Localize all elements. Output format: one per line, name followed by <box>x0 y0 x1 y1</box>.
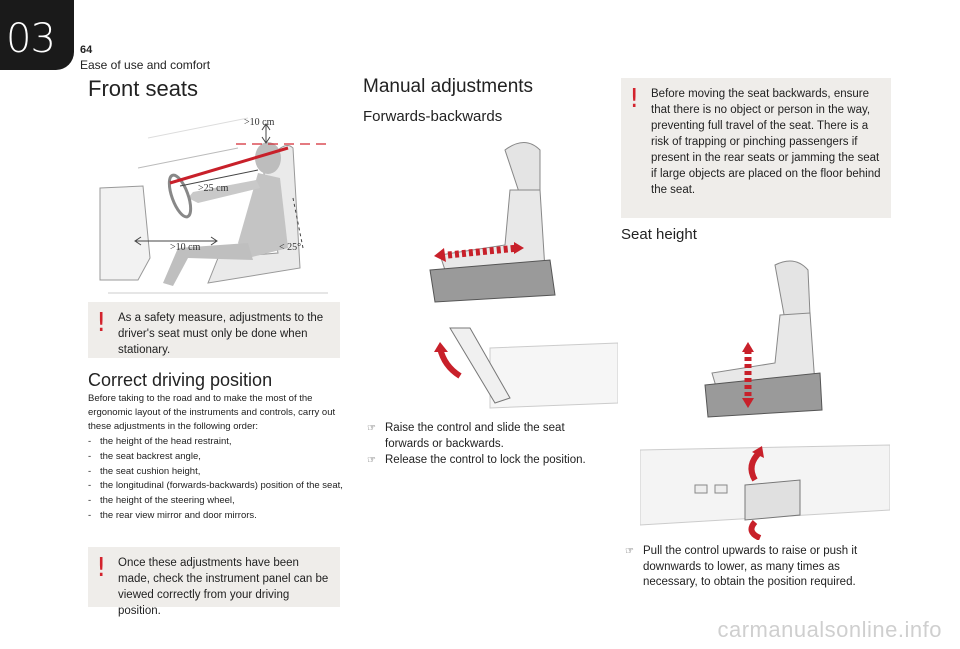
warning-stationary: ! As a safety measure, adjustments to th… <box>88 302 340 358</box>
seat-height-heading: Seat height <box>621 226 697 243</box>
adjustment-item: the seat cushion height, <box>88 465 346 480</box>
driving-position-figure: >10 cm >25 cm >10 cm < 25° <box>99 117 328 294</box>
adjustment-item-text: the height of the head restraint, <box>100 436 232 447</box>
step-item-text: Pull the control upwards to raise or pus… <box>643 545 858 588</box>
warning-rear-text: Before moving the seat backwards, ensure… <box>651 88 881 196</box>
exclamation-icon: ! <box>96 553 107 583</box>
forwards-backwards-steps: ☞ Raise the control and slide the seat fo… <box>367 421 607 470</box>
arm-distance-label: >25 cm <box>198 183 229 194</box>
head-clearance-label: >10 cm <box>244 117 275 128</box>
forwards-backwards-heading: Forwards-backwards <box>363 108 503 125</box>
adjustment-item: the rear view mirror and door mirrors. <box>88 509 346 524</box>
exclamation-icon: ! <box>629 84 640 114</box>
warning-panel: ! Once these adjustments have been made,… <box>88 547 340 617</box>
correct-position-heading: Correct driving position <box>88 370 273 390</box>
front-seats-heading: Front seats <box>88 76 199 101</box>
adjustment-item: the height of the steering wheel, <box>88 494 346 509</box>
step-item-text: Raise the control and slide the seat for… <box>385 422 565 450</box>
seat-height-steps: ☞ Pull the control upwards to raise or pu… <box>625 544 885 592</box>
backrest-angle-label: < 25° <box>279 242 301 253</box>
position-intro: Before taking to the road and to make th… <box>88 393 336 432</box>
seat-lever-figure <box>434 327 618 409</box>
arrow-bullet-icon: ☞ <box>625 546 634 557</box>
adjustment-item-text: the longitudinal (forwards-backwards) po… <box>100 480 343 492</box>
manual-adjustments-heading: Manual adjustments <box>363 76 534 97</box>
page-number: 64 <box>80 44 93 56</box>
chapter-tab: 03 <box>0 0 74 70</box>
adjustment-item: the longitudinal (forwards-backwards) po… <box>88 479 346 494</box>
adjustment-item-text: the height of the steering wheel, <box>100 495 235 507</box>
arrow-bullet-icon: ☞ <box>367 423 376 434</box>
seat-slide-figure <box>429 142 556 303</box>
height-lever-figure <box>640 444 890 540</box>
adjustment-item: the height of the head restraint, <box>88 435 346 450</box>
step-item: ☞ Pull the control upwards to raise or pu… <box>625 544 885 591</box>
warning-stationary-text: As a safety measure, adjustments to the … <box>118 312 324 356</box>
seat-height-figure <box>704 260 823 418</box>
adjustment-item-text: the seat backrest angle, <box>100 450 201 462</box>
warning-panel-text: Once these adjustments have been made, c… <box>118 557 329 617</box>
chapter-number: 03 <box>6 16 56 62</box>
knee-distance-label: >10 cm <box>170 242 201 253</box>
arrow-bullet-icon: ☞ <box>367 455 376 466</box>
step-item: ☞ Raise the control and slide the seat fo… <box>367 421 607 452</box>
adjustment-item: the seat backrest angle, <box>88 450 346 465</box>
watermark: carmanualsonline.info <box>717 617 942 642</box>
adjustment-item-text: the seat cushion height, <box>100 465 201 477</box>
step-item-text: Release the control to lock the position… <box>385 454 586 466</box>
warning-rear: ! Before moving the seat backwards, ensu… <box>621 78 891 218</box>
chapter-title: Ease of use and comfort <box>80 58 211 72</box>
exclamation-icon: ! <box>96 308 107 338</box>
adjustment-order-list: the height of the head restraint, the sea… <box>88 435 346 524</box>
adjustment-item-text: the rear view mirror and door mirrors. <box>100 509 257 521</box>
step-item: ☞ Release the control to lock the positio… <box>367 453 607 469</box>
